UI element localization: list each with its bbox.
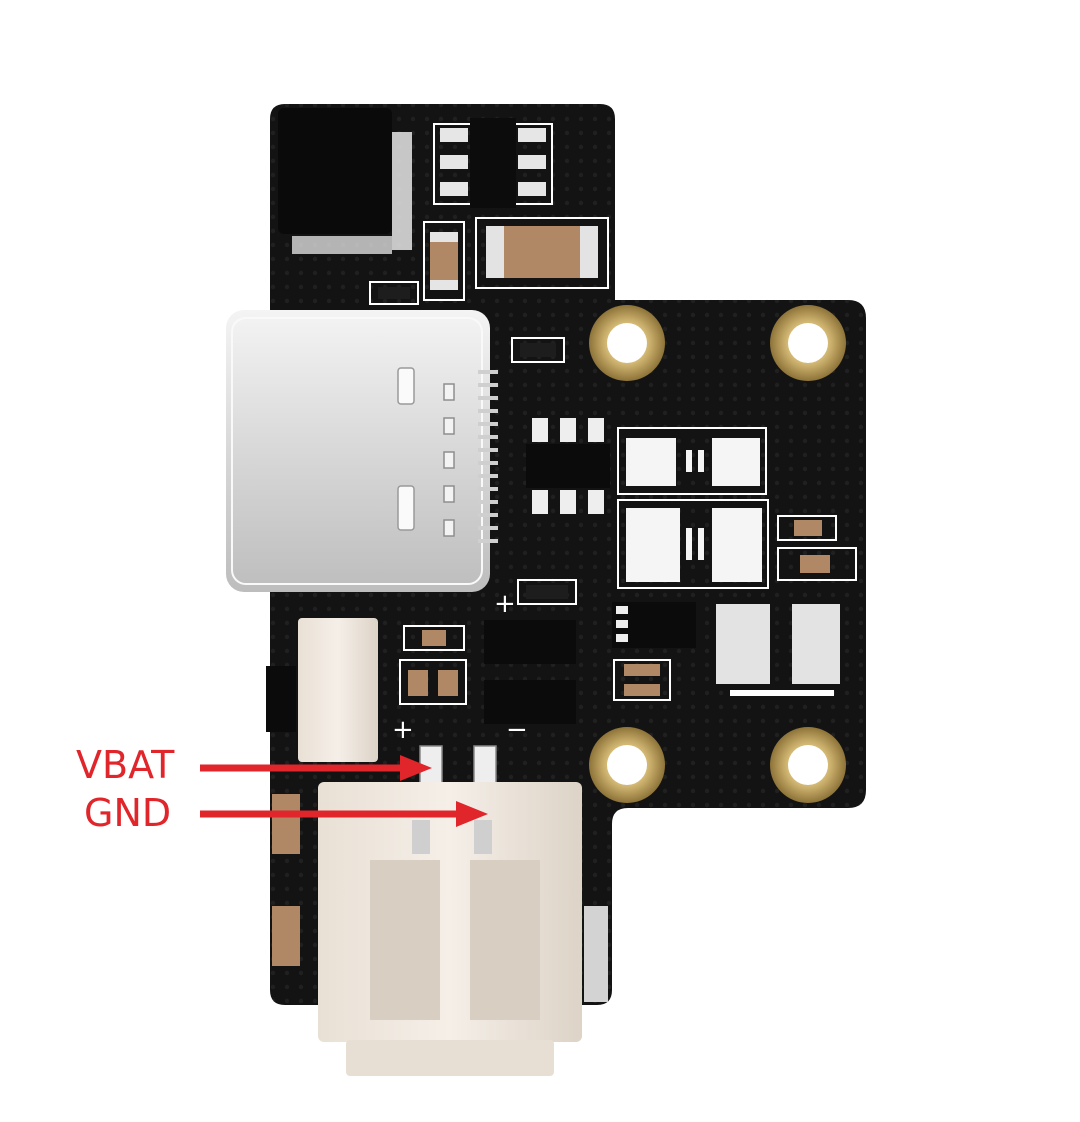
sot-chip (526, 444, 610, 488)
vbat-arrow (200, 755, 432, 781)
mounting-hole (589, 305, 665, 381)
battery-connector (318, 782, 582, 1076)
mounting-hole (589, 727, 665, 803)
mounting-hole (770, 727, 846, 803)
silkscreen-plus: + (494, 589, 516, 619)
silkscreen-plus: + (392, 715, 414, 745)
vbat-label: VBAT (76, 743, 175, 787)
silkscreen-minus: − (506, 715, 528, 745)
mosfet (484, 620, 576, 664)
mosfet (484, 680, 576, 724)
mounting-hole (770, 305, 846, 381)
usb-c-connector (226, 310, 498, 592)
gnd-label: GND (84, 791, 172, 835)
sot-chip (470, 118, 516, 208)
gnd-arrow (200, 801, 488, 827)
inductor (278, 108, 392, 234)
